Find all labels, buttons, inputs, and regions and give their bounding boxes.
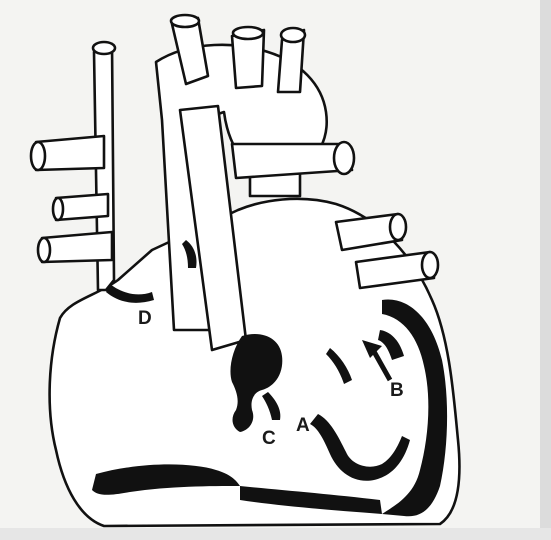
pulmonary-vein-lower-right-opening — [422, 252, 438, 278]
pulmonary-vein-upper-left — [36, 136, 104, 170]
scan-bottom-edge — [0, 528, 551, 540]
brachiocephalic-opening — [171, 15, 199, 27]
pulmonary-vein-lower-left — [42, 232, 112, 262]
left-carotid-opening — [233, 27, 263, 39]
label-d: D — [138, 308, 152, 329]
scan-right-edge — [540, 0, 551, 540]
label-a: A — [296, 415, 310, 436]
pulmonary-vein-lower-left-opening — [38, 238, 50, 262]
right-pulmonary-artery-opening — [334, 142, 354, 174]
left-subclavian-opening — [281, 28, 305, 42]
label-b: B — [390, 380, 404, 401]
label-c: C — [262, 428, 276, 449]
pulmonary-vein-upper-left-opening — [31, 142, 45, 170]
pulmonary-vein-upper-right-opening — [390, 214, 406, 240]
pulmonary-vein-middle-left-opening — [53, 198, 63, 220]
svc-top-opening — [93, 42, 115, 54]
